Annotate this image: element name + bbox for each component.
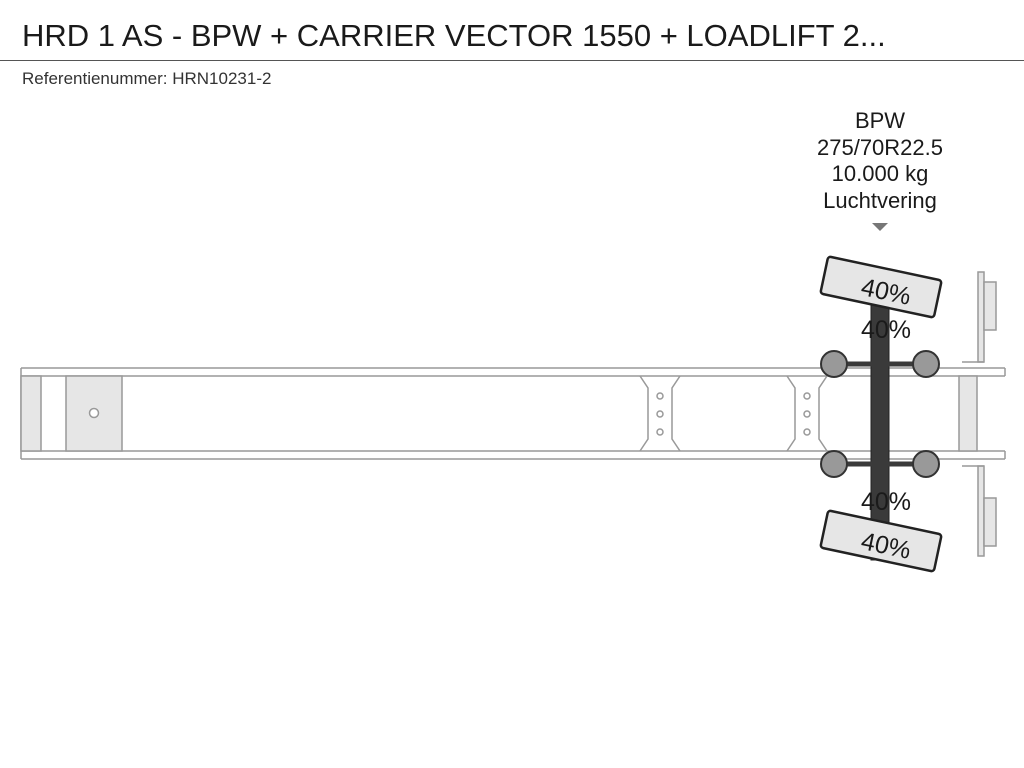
- wheel-hub-icon: [912, 350, 940, 378]
- axle-suspension: Luchtvering: [823, 187, 937, 213]
- tread-label-bottom-inner: 40%: [861, 488, 911, 516]
- axle-bar: [870, 269, 890, 561]
- wheel-hub-icon: [820, 450, 848, 478]
- cross-member: [639, 375, 681, 452]
- tire-top-outer: [819, 255, 943, 319]
- axle-brand: BPW: [854, 108, 906, 133]
- wheel-hub-icon: [820, 350, 848, 378]
- reference-number: Referentienummer: HRN10231-2: [22, 69, 272, 88]
- rear-beam: [958, 375, 978, 452]
- axle-tire-size: 275/70R22.5: [817, 134, 943, 160]
- tire-bottom-outer: [819, 509, 943, 573]
- front-beam: [20, 375, 42, 452]
- cross-member: [786, 375, 828, 452]
- wheel-hub-icon: [912, 450, 940, 478]
- axle-marker-arrow-icon: [872, 223, 888, 231]
- kingpin-icon: [88, 407, 100, 419]
- chassis-frame: [20, 367, 1006, 460]
- tread-label-top-inner: 40%: [861, 316, 911, 344]
- page-title: HRD 1 AS - BPW + CARRIER VECTOR 1550 + L…: [22, 18, 886, 53]
- axle-capacity: 10.000 kg: [831, 161, 929, 186]
- rear-bumper: [962, 271, 997, 557]
- axle-info: BPW 275/70R22.5 10.000 kg Luchtvering: [780, 108, 980, 214]
- title-divider: [0, 60, 1024, 61]
